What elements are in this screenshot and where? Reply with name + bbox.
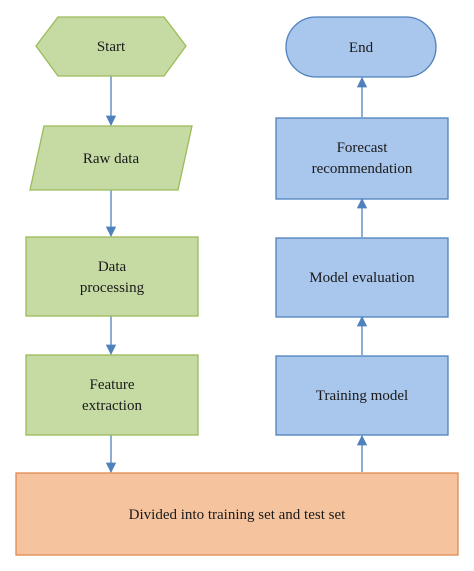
raw-data-label: Raw data: [83, 151, 140, 167]
node-divide: Divided into training set and test set: [15, 472, 459, 556]
forecast-recommendation-label-line-1: Forecast: [337, 140, 389, 156]
forecast-recommendation-label-line-2: recommendation: [312, 161, 413, 177]
node-training-model: Training model: [275, 355, 449, 436]
start-label: Start: [97, 39, 126, 55]
raw-data-parallelogram: [29, 125, 193, 191]
end-label: End: [349, 40, 374, 56]
node-end: End: [285, 16, 437, 78]
feature-extraction-label-line-2: extraction: [82, 398, 142, 414]
feature-extraction-box: [25, 354, 199, 436]
feature-extraction-label-line-1: Feature: [90, 377, 135, 393]
node-feature-extraction: Feature extraction: [25, 354, 199, 436]
node-start: Start: [35, 16, 187, 77]
node-raw-data: Raw data: [29, 125, 193, 191]
model-evaluation-label: Model evaluation: [309, 270, 415, 286]
model-evaluation-box: [275, 237, 449, 318]
node-forecast-recommendation: Forecast recommendation: [275, 117, 449, 200]
node-model-evaluation: Model evaluation: [275, 237, 449, 318]
node-data-processing: Data processing: [25, 236, 199, 317]
end-terminator: [285, 16, 437, 78]
divide-box: [15, 472, 459, 556]
forecast-recommendation-box: [275, 117, 449, 200]
start-hexagon: [35, 16, 187, 77]
training-model-label: Training model: [316, 388, 408, 404]
data-processing-box: [25, 236, 199, 317]
data-processing-label-line-1: Data: [98, 259, 127, 275]
data-processing-label-line-2: processing: [80, 280, 145, 296]
divide-label: Divided into training set and test set: [129, 507, 346, 523]
training-model-box: [275, 355, 449, 436]
